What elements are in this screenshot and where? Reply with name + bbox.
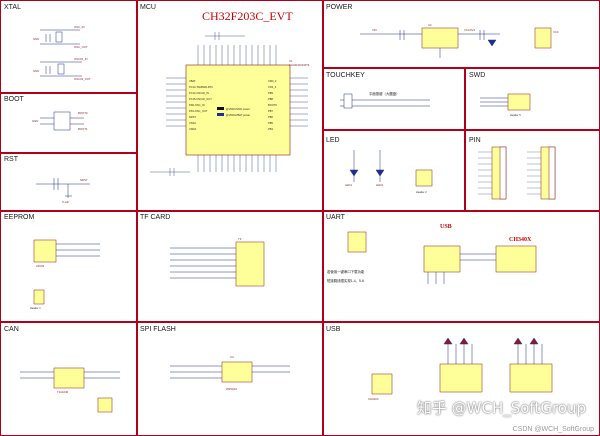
section-label-tfcard: TF CARD — [140, 214, 170, 221]
xtal-ref-6: GND — [33, 69, 39, 73]
eeprom-header-label: Header 1 — [30, 306, 41, 310]
spiflash-ic-label: W25Q16 — [226, 387, 237, 391]
boot-circuit — [40, 111, 84, 131]
svg-text:BOOT0: BOOT0 — [268, 103, 277, 107]
led-circuit — [349, 150, 433, 187]
boot-ref-1: BOOT0 — [78, 111, 88, 115]
svg-text:PB7: PB7 — [268, 109, 273, 113]
section-label-rst: RST — [4, 156, 19, 163]
section-label-uart: UART — [326, 214, 346, 221]
can-ic-label: TJA1040 — [57, 390, 69, 394]
svg-text:VDD_3: VDD_3 — [268, 79, 277, 83]
mcu-ref: U1 — [289, 59, 293, 63]
mcu-part: CH32F203C8T6 — [289, 63, 310, 67]
xtal-ref-1: OSC_IN — [74, 25, 84, 29]
swd-header-label: Header 5 — [510, 113, 521, 117]
mcu-chip — [185, 64, 291, 156]
svg-text:VSSA: VSSA — [189, 121, 196, 125]
led-ref-1: LED1 — [345, 183, 352, 187]
usb-ic-label: CH340C — [368, 397, 379, 401]
xtal-ref-4: OSC32_OUT — [74, 77, 91, 81]
section-label-mcu: MCU — [140, 4, 156, 11]
svg-text:PB6: PB6 — [268, 115, 273, 119]
section-label-boot: BOOT — [4, 96, 25, 103]
schematic-title: CH32F203C_EVT — [202, 9, 293, 23]
svg-text:VBAT: VBAT — [189, 79, 196, 83]
eeprom-circuit — [33, 239, 100, 305]
svg-text:PD1-OSC_OUT: PD1-OSC_OUT — [189, 109, 208, 113]
svg-text:PC13-TAMPER-RTC: PC13-TAMPER-RTC — [189, 85, 213, 89]
uart-ch340x-title: CH340X — [509, 237, 532, 243]
section-label-pin: PIN — [469, 137, 481, 144]
spiflash-circuit — [170, 361, 290, 383]
svg-text:PD0-OSC_IN: PD0-OSC_IN — [189, 103, 205, 107]
xtal-circuit — [40, 29, 82, 77]
section-label-spiflash: SPI FLASH — [140, 326, 176, 333]
power-ref-2: VIN — [372, 28, 377, 32]
pin-header-lines — [478, 151, 541, 195]
svg-text:PB8: PB8 — [268, 97, 273, 101]
section-label-usb: USB — [326, 326, 341, 333]
mcu-inner-pin-labels: VBAT PC13-TAMPER-RTC PC14-OSC32_IN PC15-… — [189, 79, 277, 131]
xtal-ref-3: OSC32_IN — [74, 57, 88, 61]
rst-ref-2: 0.1uF — [62, 200, 69, 204]
led-ref-2: LED2 — [376, 183, 383, 187]
power-ref-1: U2 — [428, 23, 432, 27]
power-ref-4: VCC — [553, 30, 559, 34]
section-label-eeprom: EEPROM — [4, 214, 35, 221]
mcu-vbat-label: @VDD&VBAT power — [226, 113, 250, 117]
mcu-power-label: @VDDA/VDD power — [226, 107, 250, 111]
eeprom-ic-label: 24C02 — [36, 264, 45, 268]
usb-circuit — [371, 337, 553, 395]
section-label-power: POWER — [326, 4, 352, 11]
can-circuit — [20, 367, 120, 413]
svg-text:PB4: PB4 — [268, 127, 273, 131]
touchkey-circuit — [340, 93, 430, 109]
rst-ref-1: NRST — [80, 178, 88, 182]
tfcard-ref: TF — [238, 237, 242, 241]
boot-ref-3: GND — [32, 119, 38, 123]
spiflash-ref: U4 — [230, 355, 234, 359]
mcu-vbat-marker — [217, 113, 224, 116]
pin-headers — [491, 146, 556, 200]
mcu-pins — [166, 45, 308, 172]
touchkey-note: 平面按键（大圆盘） — [369, 91, 400, 96]
xtal-ref-2: OSC_OUT — [74, 45, 88, 49]
section-label-touchkey: TOUCHKEY — [326, 72, 365, 79]
tfcard-circuit — [170, 241, 265, 287]
xtal-ref-5: GND — [33, 37, 39, 41]
power-ref-3: VCC3V3 — [464, 28, 475, 32]
uart-usb-title: USB — [440, 224, 452, 230]
section-label-xtal: XTAL — [4, 4, 21, 11]
rst-circuit — [36, 178, 90, 198]
uart-note-1: 若使用一键串口下载功能 — [327, 269, 365, 274]
svg-text:PB5: PB5 — [268, 121, 273, 125]
led-header-label: Header 2 — [416, 190, 427, 194]
section-label-swd: SWD — [469, 72, 485, 79]
section-label-can: CAN — [4, 326, 19, 333]
mcu-power-marker — [217, 107, 224, 110]
csdn-credit: CSDN @WCH_SoftGroup — [512, 426, 594, 433]
svg-text:NRST: NRST — [189, 115, 196, 119]
mcu-decoupling — [150, 32, 245, 176]
boot-ref-2: BOOT1 — [78, 127, 88, 131]
svg-text:VDDA: VDDA — [189, 127, 196, 131]
section-label-led: LED — [326, 137, 340, 144]
svg-text:VSS_3: VSS_3 — [268, 85, 277, 89]
svg-text:PB9: PB9 — [268, 91, 273, 95]
uart-circuit — [347, 231, 537, 284]
uart-note-2: 短接跳线帽实现1-4、5-6 — [327, 278, 364, 283]
zhihu-watermark: 知乎 @WCH_SoftGroup — [416, 399, 586, 417]
swd-header — [480, 93, 531, 111]
power-circuit — [360, 27, 552, 58]
svg-text:PC14-OSC32_IN: PC14-OSC32_IN — [189, 91, 209, 95]
svg-text:PC15-OSC32_OUT: PC15-OSC32_OUT — [189, 97, 212, 101]
